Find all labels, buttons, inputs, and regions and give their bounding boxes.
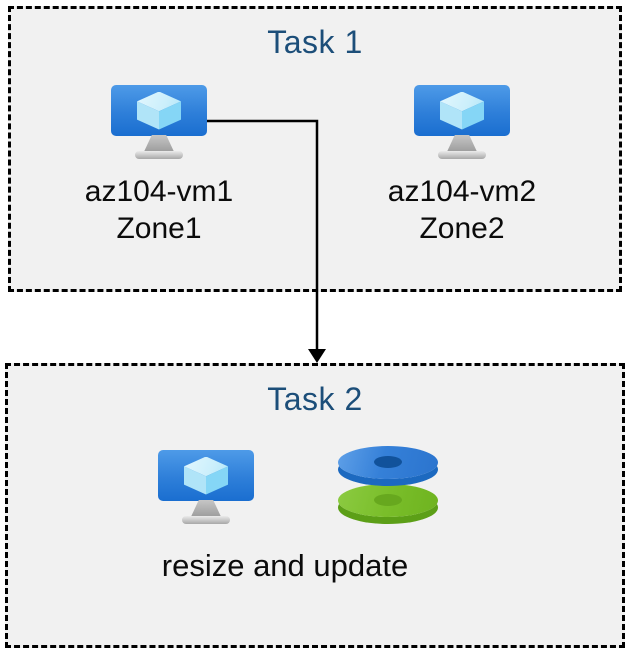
virtual-machine-icon [111, 85, 207, 159]
cube-top-face [137, 91, 181, 112]
disk-blue-hole [374, 456, 402, 468]
vm-monitor-screen [158, 450, 254, 501]
vm-group-az104-vm2: az104-vm2 Zone2 [11, 9, 619, 289]
vm-monitor-base [182, 516, 230, 524]
connector-arrowhead [308, 349, 326, 363]
task2-box: Task 2 resize and update [5, 363, 625, 648]
disk-green [338, 484, 438, 517]
vm-monitor-screen [414, 85, 510, 136]
vm-group-az104-vm1: az104-vm1 Zone1 [11, 9, 619, 289]
vm-monitor-stand [446, 135, 478, 152]
vm-monitor-base [135, 151, 183, 159]
disk-green-hole [374, 494, 402, 506]
vm-cube-glyph [184, 456, 228, 495]
task1-title: Task 1 [267, 24, 363, 60]
vm2-zone: Zone2 [419, 212, 505, 245]
disk-blue [338, 446, 438, 479]
vm2-name: az104-vm2 [387, 175, 537, 208]
vm-monitor-stand [190, 500, 222, 517]
virtual-machine-icon [158, 450, 254, 524]
vm-cube-glyph [440, 91, 484, 130]
task2-caption: resize and update [161, 548, 409, 583]
task1-box: Task 1 az104-vm1 Zone1 [8, 6, 622, 292]
vm-cube-glyph [137, 91, 181, 130]
virtual-machine-icon [414, 85, 510, 159]
cube-top-face [440, 91, 484, 112]
vm-monitor-stand [143, 135, 175, 152]
managed-disks-icon [338, 446, 438, 524]
vm1-zone: Zone1 [116, 212, 202, 245]
vm2-label: az104-vm2 Zone2 [362, 173, 562, 247]
vm-monitor-screen [111, 85, 207, 136]
task2-title: Task 2 [267, 381, 363, 417]
vm-monitor-base [438, 151, 486, 159]
